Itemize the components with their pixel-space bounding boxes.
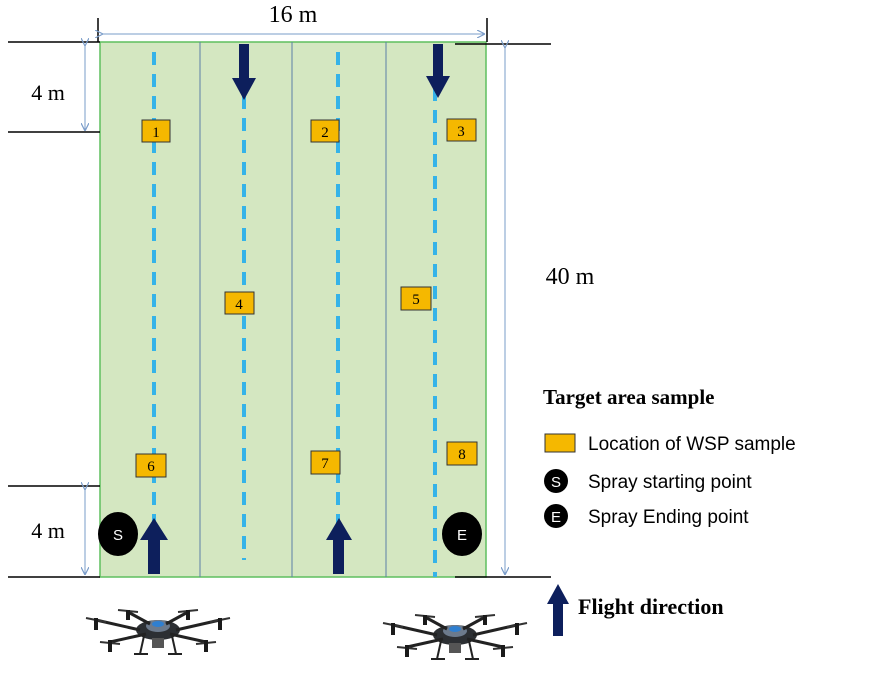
sample-marker: 4: [224, 291, 255, 315]
end-badge-letter: E: [457, 527, 467, 544]
legend-end-text: Spray Ending point: [588, 507, 749, 528]
legend-end-badge: E: [544, 504, 568, 528]
sample-label: 5: [412, 292, 420, 308]
sample-marker: 3: [446, 118, 477, 142]
edge-bottom-label: 4 m: [31, 518, 65, 543]
sample-label: 6: [147, 459, 155, 475]
dimension-arrows: [85, 34, 505, 574]
start-badge-letter: S: [113, 527, 123, 544]
sample-label: 8: [458, 447, 466, 463]
flight-direction-arrow-icon: [547, 584, 569, 636]
sample-marker: 1: [141, 119, 171, 143]
sample-marker: 8: [446, 441, 478, 466]
width-label: 16 m: [269, 2, 318, 28]
sample-label: 2: [321, 125, 329, 141]
sample-label: 3: [457, 124, 465, 140]
legend-sample-swatch: [544, 433, 576, 453]
sample-marker: 5: [400, 286, 432, 311]
edge-top-label: 4 m: [31, 80, 65, 105]
drone-icon: [381, 613, 529, 661]
flight-arrow-up-icon: [140, 518, 168, 574]
legend-start-text: Spray starting point: [588, 472, 752, 493]
legend-title: Target area sample: [543, 385, 714, 409]
flight-arrow-down-icon: [232, 44, 256, 100]
sample-marker: 6: [135, 453, 167, 478]
sample-label: 7: [321, 456, 329, 472]
sample-marker: 7: [310, 450, 341, 475]
legend-start-letter: S: [551, 474, 561, 491]
start-badge: S: [98, 512, 138, 556]
end-badge: E: [442, 512, 482, 556]
lane-dividers: [199, 42, 387, 577]
sample-markers: 1 2 3 4 5 6 7 8: [135, 118, 478, 478]
sample-label: 4: [235, 297, 243, 313]
flight-arrow-up-icon: [326, 518, 352, 574]
legend-end-letter: E: [551, 509, 561, 526]
legend-flight-text: Flight direction: [578, 594, 724, 619]
drone-icon: [84, 608, 232, 656]
length-label: 40 m: [546, 264, 595, 290]
legend-sample-text: Location of WSP sample: [588, 434, 796, 455]
sample-label: 1: [152, 125, 160, 141]
legend-start-badge: S: [544, 469, 568, 493]
sample-marker: 2: [310, 119, 340, 143]
flight-arrows: [140, 44, 450, 574]
flight-arrow-down-icon: [426, 44, 450, 98]
legend: Target area sample Location of WSP sampl…: [543, 385, 796, 636]
